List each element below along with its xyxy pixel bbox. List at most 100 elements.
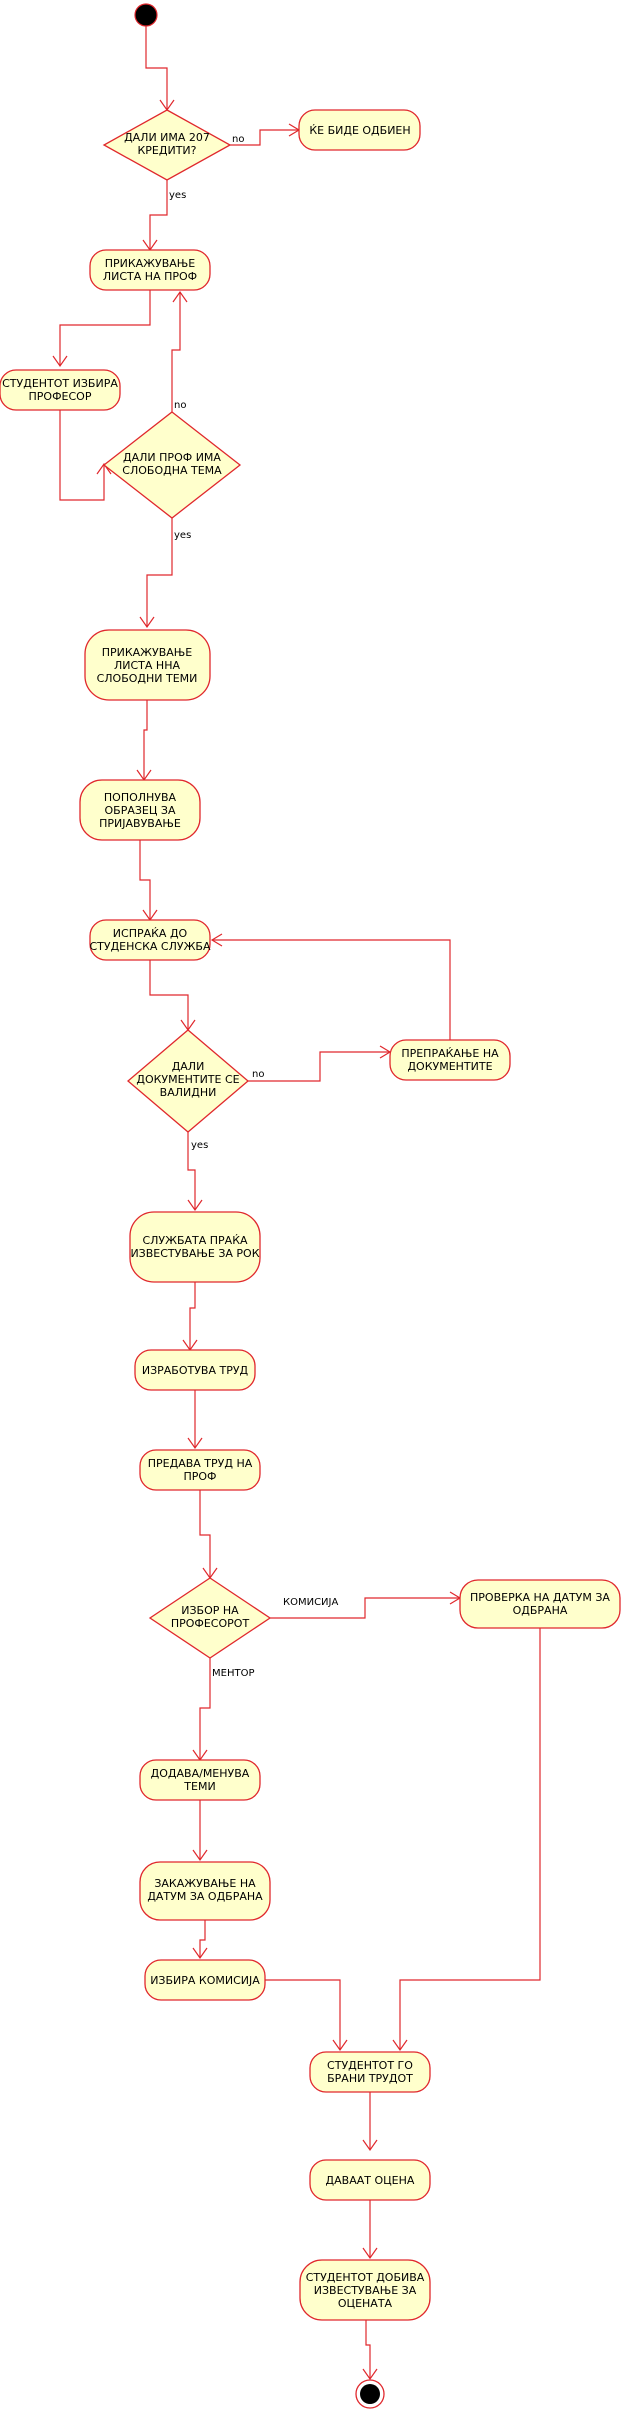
node-text: ИСПРАЌА ДО bbox=[113, 927, 188, 940]
node-text: СЛОБОДНА ТЕМА bbox=[122, 464, 222, 477]
edge-start-to-credits bbox=[145, 26, 168, 110]
svg-text:ДАВААТ ОЦЕНА: ДАВААТ ОЦЕНА bbox=[326, 2174, 415, 2187]
edge-choice-committee bbox=[270, 1597, 460, 1619]
edge-label-no: no bbox=[174, 400, 186, 411]
node-text: ИЗВЕСТУВАЊЕ ЗА bbox=[314, 2284, 417, 2297]
arrowhead bbox=[187, 1199, 203, 1212]
action-choose-committee: ИЗБИРА КОМИСИЈА bbox=[144, 1959, 266, 2001]
arrowhead bbox=[362, 2368, 378, 2381]
node-text: ПРИКАЖУВАЊЕ bbox=[105, 257, 196, 270]
node-text: ОБРАЗЕЦ ЗА bbox=[105, 804, 176, 817]
node-text: ДОДАВА/МЕНУВА bbox=[151, 1767, 250, 1780]
node-text: ДАВААТ ОЦЕНА bbox=[326, 2174, 415, 2187]
edge-choice-mentor bbox=[199, 1658, 211, 1760]
edge-committee-to-defend bbox=[265, 1979, 341, 2050]
start-node bbox=[134, 3, 158, 27]
node-text: ИЗРАБОТУВА ТРУД bbox=[142, 1364, 249, 1377]
node-text: ИЗБИРА КОМИСИЈА bbox=[150, 1974, 260, 1987]
arrowhead bbox=[192, 1849, 208, 1862]
edge-credits-no bbox=[230, 129, 299, 146]
edge-label-committee: КОМИСИЈА bbox=[283, 1597, 338, 1608]
node-text: ЛИСТА ННА bbox=[114, 659, 180, 672]
node-text: ТЕМИ bbox=[183, 1780, 215, 1793]
node-text: СЛУЖБАТА ПРАЌА bbox=[142, 1234, 248, 1247]
edge-credits-yes bbox=[149, 180, 168, 250]
node-text: ЛИСТА НА ПРОФ bbox=[103, 270, 197, 283]
node-text: ЗАКАЖУВАЊЕ НА bbox=[154, 1877, 256, 1890]
node-text: ОЦЕНАТА bbox=[338, 2297, 393, 2310]
node-text: ПРОВЕРКА НА ДАТУМ ЗА bbox=[470, 1591, 610, 1604]
edge-label-no: no bbox=[232, 134, 244, 145]
svg-text:ЌЕ БИДЕ ОДБИЕН: ЌЕ БИДЕ ОДБИЕН bbox=[309, 124, 410, 137]
node-text: ПРИЈАВУВАЊЕ bbox=[99, 817, 181, 830]
node-text: ПРЕДАВА ТРУД НА bbox=[148, 1457, 253, 1470]
arrowhead bbox=[139, 616, 155, 629]
node-text: СТУДЕНТОТ ИЗБИРА bbox=[2, 377, 118, 390]
edge-label-no: no bbox=[252, 1069, 264, 1080]
node-text: ПРОФ bbox=[183, 1470, 216, 1483]
edge-form-to-send bbox=[139, 840, 151, 920]
edge-submit-to-choice bbox=[199, 1490, 211, 1578]
edges bbox=[52, 26, 541, 2381]
arrowhead bbox=[52, 355, 68, 368]
edge-label-yes: yes bbox=[191, 1140, 208, 1151]
edge-free-no bbox=[171, 292, 181, 412]
action-rejected: ЌЕ БИДЕ ОДБИЕН bbox=[298, 109, 421, 151]
node-text: ИЗБОР НА bbox=[181, 1604, 239, 1617]
node-text: КРЕДИТИ? bbox=[137, 144, 196, 157]
svg-text:ИЗРАБОТУВА ТРУД: ИЗРАБОТУВА ТРУД bbox=[142, 1364, 249, 1377]
edge-office-to-work bbox=[189, 1282, 196, 1350]
node-text: ОДБРАНА bbox=[513, 1604, 568, 1617]
edge-label-yes: yes bbox=[174, 530, 191, 541]
arrowhead bbox=[172, 290, 188, 303]
node-text: ВАЛИДНИ bbox=[160, 1086, 217, 1099]
edge-resend-to-send bbox=[212, 939, 451, 1040]
arrowhead bbox=[210, 933, 223, 947]
node-text: ДОКУМЕНТИТЕ СЕ bbox=[136, 1073, 239, 1086]
arrowhead bbox=[96, 462, 112, 475]
node-text: ЌЕ БИДЕ ОДБИЕН bbox=[309, 124, 410, 137]
node-text: ИЗВЕСТУВАЊЕ ЗА РОК bbox=[130, 1247, 259, 1260]
node-text: СЛОБОДНИ ТЕМИ bbox=[97, 672, 198, 685]
arrowhead bbox=[192, 1947, 208, 1960]
edge-free-yes bbox=[146, 518, 173, 627]
edge-send-to-valid bbox=[149, 960, 189, 1030]
node-text: ДАЛИ ИМА 207 bbox=[124, 131, 210, 144]
node-text: БРАНИ ТРУДОТ bbox=[327, 2072, 413, 2085]
edge-list-to-choose bbox=[59, 290, 151, 366]
arrowhead bbox=[187, 1437, 203, 1450]
arrowhead bbox=[392, 2039, 408, 2052]
node-text: ПОПОЛНУВА bbox=[104, 791, 177, 804]
edge-valid-yes bbox=[187, 1130, 196, 1210]
edge-choose-to-free bbox=[59, 410, 105, 501]
edge-schedule-to-committee bbox=[199, 1920, 206, 1958]
edge-valid-no bbox=[248, 1051, 390, 1082]
edge-notice-to-end bbox=[365, 2320, 371, 2379]
edge-label-mentor: МЕНТОР bbox=[212, 1668, 254, 1679]
